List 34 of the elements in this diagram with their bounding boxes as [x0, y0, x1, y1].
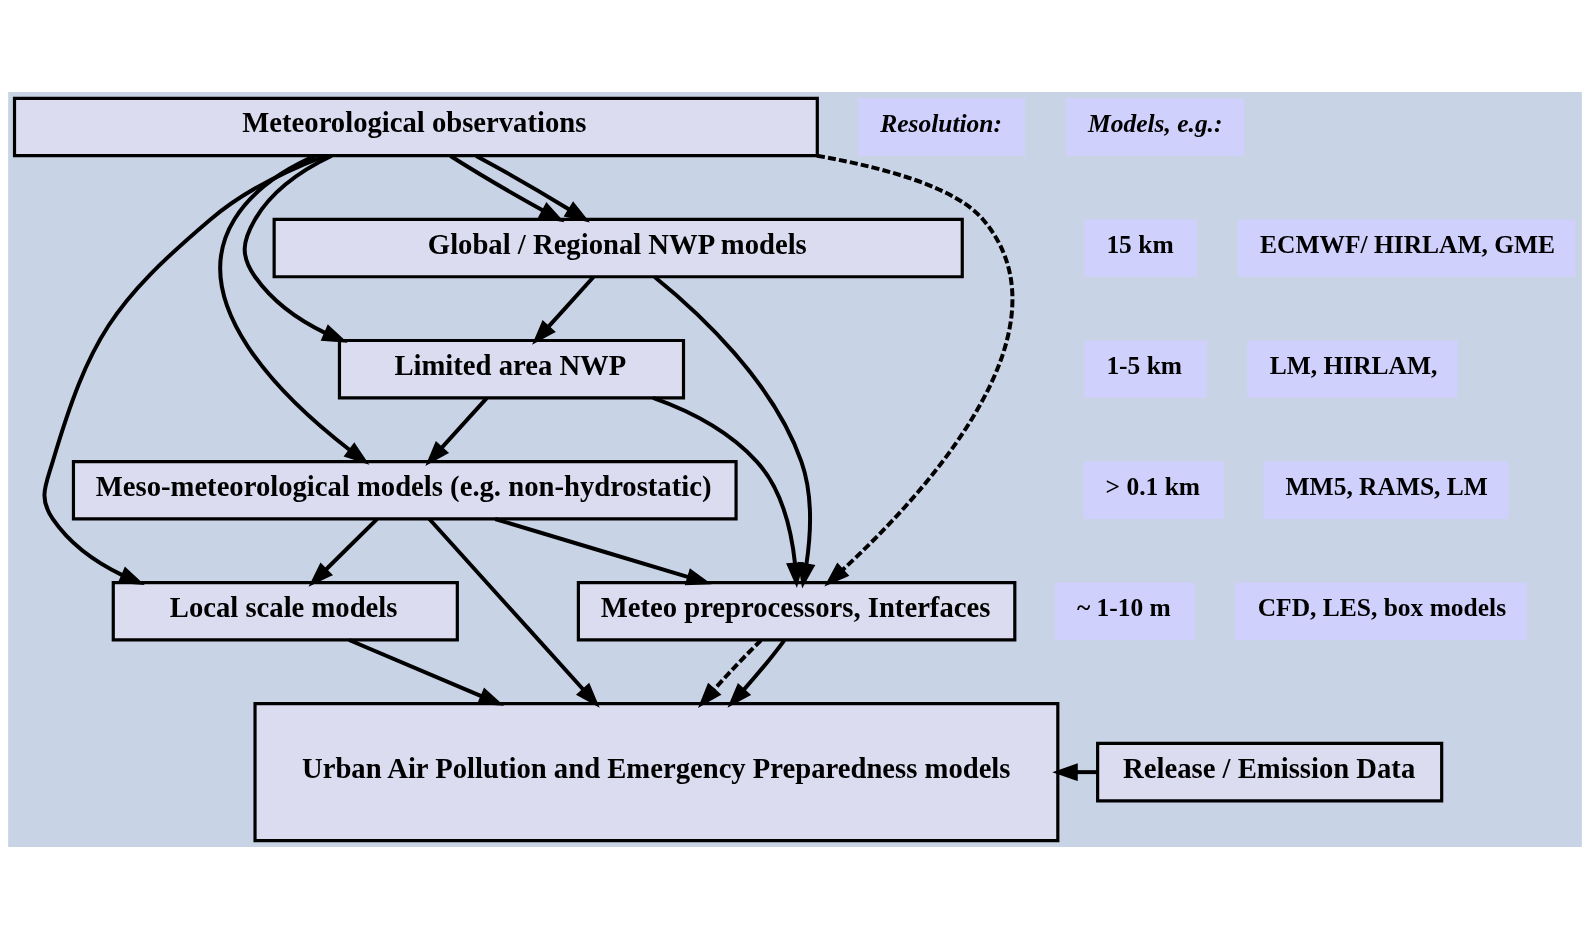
- label: 1-5 km: [1106, 350, 1183, 380]
- arrow: [653, 275, 816, 589]
- node-box: Meso-meteorological models (e.g. non-hydrostatic): [71, 459, 738, 521]
- arrow: [427, 517, 600, 708]
- arrow: [308, 517, 379, 587]
- arrow: [1052, 763, 1098, 782]
- arrow: [652, 396, 804, 589]
- label: CFD, LES, box models: [1257, 592, 1507, 622]
- label: ~ 1-10 m: [1076, 592, 1171, 622]
- node-box: Limited area NWP: [337, 338, 686, 400]
- arrow: [425, 396, 489, 466]
- arrow: [348, 638, 505, 706]
- arrow: [494, 517, 712, 586]
- label: 15 km: [1106, 229, 1174, 259]
- node-box: Local scale models: [111, 581, 459, 642]
- node-box: Meteorological observations: [12, 96, 819, 158]
- node-box: Release / Emission Data: [1096, 741, 1444, 803]
- label: Models, e.g.:: [1088, 108, 1223, 138]
- label: > 0.1 km: [1105, 471, 1201, 501]
- arrow: [449, 154, 565, 223]
- label: LM, HIRLAM,: [1269, 350, 1438, 380]
- node-box: Meteo preprocessors, Interfaces: [576, 581, 1017, 642]
- arrow: [475, 154, 590, 223]
- arrow: [697, 638, 763, 708]
- arrow: [218, 154, 370, 465]
- node-box: Urban Air Pollution and Emergency Preparedness models: [253, 702, 1060, 843]
- arrow: [727, 639, 786, 708]
- arrow: [532, 275, 595, 345]
- label: Resolution:: [880, 108, 1002, 138]
- label: MM5, RAMS, LM: [1285, 471, 1488, 501]
- label: ECMWF/ HIRLAM, GME: [1260, 229, 1556, 259]
- node-box: Global / Regional NWP models: [272, 217, 964, 279]
- arrow: [242, 154, 348, 343]
- arrow: [816, 153, 1014, 587]
